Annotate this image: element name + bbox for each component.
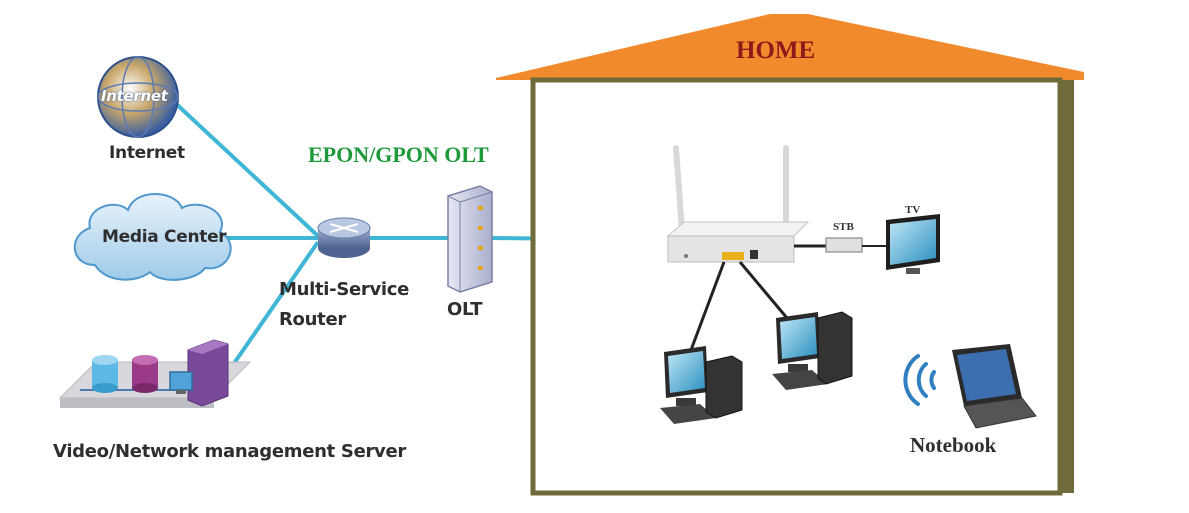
- home-building: [496, 14, 1084, 496]
- wifi-signal-icon: [903, 354, 936, 406]
- server-monitor: [169, 371, 193, 394]
- home-wall-shadow: [1060, 80, 1074, 493]
- home-wall: [530, 77, 1063, 496]
- desktop-pc-icon: [772, 311, 853, 390]
- olt-label: OLT: [447, 299, 483, 320]
- server-tower: [187, 339, 229, 407]
- router-label-line2: Router: [279, 309, 346, 330]
- link-server-router: [226, 240, 320, 374]
- olt-device-icon: [447, 185, 493, 293]
- home-label: HOME: [736, 37, 816, 64]
- media-center-label: Media Center: [102, 227, 227, 247]
- media-center-cloud-icon: [73, 193, 232, 281]
- tv-label: TV: [905, 204, 921, 216]
- database-cylinder-blue: [92, 355, 118, 393]
- home-cables: [686, 244, 826, 359]
- tv-icon: [886, 214, 940, 274]
- router-label-line1: Multi-Service: [279, 279, 410, 300]
- epon-gpon-olt-label: EPON/GPON OLT: [308, 142, 489, 167]
- stb-label: STB: [833, 221, 854, 233]
- onu-wifi-router-icon: [666, 145, 810, 263]
- internet-globe-icon: [97, 56, 179, 138]
- database-cylinder-purple: [132, 355, 158, 393]
- notebook-icon: [952, 344, 1037, 429]
- link-internet-router: [170, 98, 320, 238]
- desktop-pc-icon: [660, 346, 743, 424]
- server-group-icon: [58, 339, 252, 408]
- stb-icon: [825, 237, 886, 253]
- server-label: Video/Network management Server: [53, 441, 406, 462]
- notebook-label: Notebook: [910, 433, 997, 457]
- internet-label: Internet: [109, 143, 185, 163]
- internet-globe-text: Internet: [101, 87, 168, 105]
- router-icon: [317, 217, 371, 258]
- home-roof: [496, 14, 1084, 80]
